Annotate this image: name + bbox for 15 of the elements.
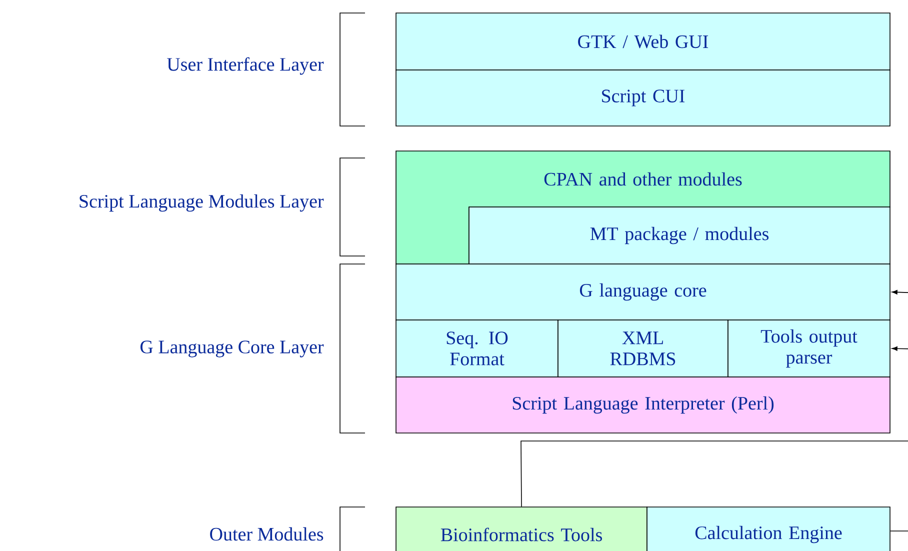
- layer-label: Outer Modules: [210, 527, 324, 541]
- layer-label: User Interface Layer: [167, 57, 324, 75]
- module-box: Calculation Engine: [646, 506, 890, 551]
- module-block: MT package / modules: [468, 206, 890, 264]
- layer-label: G Language Core Layer: [140, 340, 324, 358]
- ui-layer-box: GTK / Web GUI: [396, 12, 890, 70]
- module-box: Bioinformatics Tools: [396, 506, 648, 551]
- core-cell: XML RDBMS: [558, 320, 728, 378]
- interpreter-box: Script Language Interpreter (Perl): [396, 376, 890, 434]
- ui-layer-box: Script CUI: [396, 70, 890, 126]
- connector-arrow: [520, 346, 908, 507]
- layer-label: Script Language Modules Layer: [80, 194, 324, 212]
- connector-arrow: [890, 290, 908, 532]
- core-cell: Seq. IO Format: [396, 320, 558, 378]
- core-cell: Tools output parser: [728, 320, 890, 378]
